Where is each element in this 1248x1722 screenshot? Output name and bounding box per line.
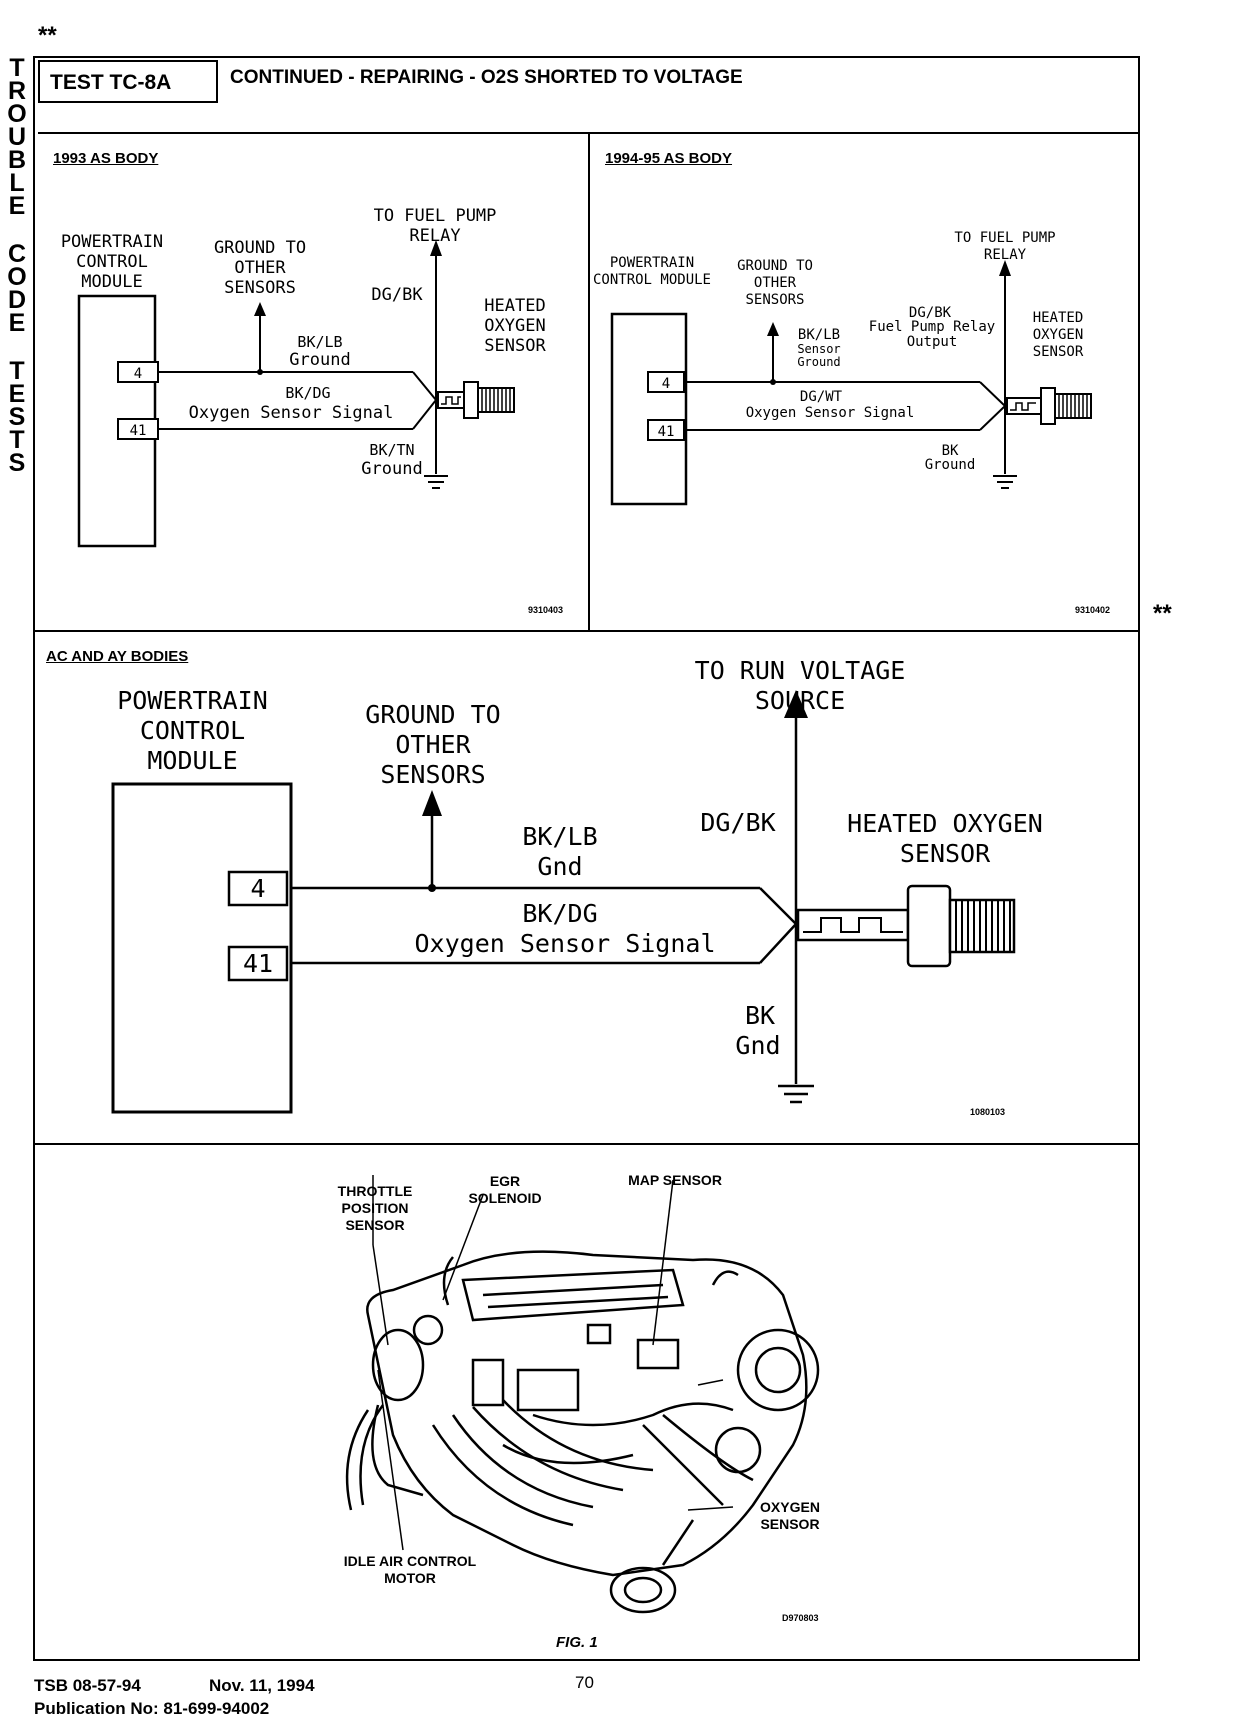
ground-label: Ground: [289, 350, 351, 370]
page-frame: [33, 56, 1140, 1661]
relay-output-label: Fuel Pump Relay Output: [868, 319, 996, 350]
bktn-label: BK/TN: [369, 441, 415, 459]
signal-label: Oxygen Sensor Signal: [745, 405, 915, 421]
pin-4-label: 4: [133, 366, 143, 382]
side-label-letter: C: [7, 240, 27, 268]
figure-id: 1080103: [970, 1107, 1006, 1117]
bkdg-label: BK/DG: [522, 899, 598, 928]
bklb-label: BK/LB: [297, 333, 343, 351]
oxygen-label: OXYGEN SENSOR: [760, 1499, 820, 1532]
panel-1993-heading: 1993 AS BODY: [53, 150, 159, 167]
pcm-label: POWERTRAIN CONTROL MODULE: [60, 232, 164, 292]
side-label-letter: R: [7, 77, 27, 105]
row-divider-2: [33, 1143, 1140, 1145]
page-number: 70: [575, 1673, 594, 1692]
dgbk-label: DG/BK: [700, 808, 776, 837]
header-divider: [38, 132, 1138, 134]
row-divider-1: [33, 630, 1140, 632]
panel-ac-diagram: [111, 690, 1016, 1114]
bk-label: BK: [744, 1001, 776, 1030]
side-label-letter: S: [8, 449, 26, 477]
pcm-label: POWERTRAIN CONTROL MODULE: [117, 686, 268, 775]
signal-label: Oxygen Sensor Signal: [414, 929, 716, 958]
pcm-box: [111, 782, 293, 1114]
side-label-letter: T: [9, 357, 25, 385]
panel-ac-heading: AC AND AY BODIES: [46, 648, 189, 665]
side-label-letter: E: [8, 380, 26, 408]
pin-41-label: 41: [129, 423, 147, 439]
side-label-letter: E: [8, 192, 26, 220]
side-label-letter: O: [7, 263, 27, 291]
ground-other-label: GROUND TO OTHER SENSORS: [737, 258, 813, 308]
pin-41-label: 41: [657, 424, 675, 440]
side-label-letter: U: [7, 123, 27, 151]
revision-stars-right: **: [1153, 600, 1172, 627]
fuel-relay-label: TO FUEL PUMP RELAY: [373, 206, 497, 246]
bkdg-label: BK/DG: [285, 384, 331, 402]
side-label-letter: B: [7, 146, 27, 174]
figure-id: D970803: [782, 1613, 819, 1623]
panel-1994-diagram: [610, 260, 1092, 506]
run-voltage-label: TO RUN VOLTAGE SOURCE: [694, 656, 906, 715]
sensor-label: HEATED OXYGEN SENSOR: [1032, 310, 1084, 360]
dgbk-label: DG/BK: [371, 285, 423, 305]
test-id: TEST TC-8A: [50, 71, 172, 94]
side-label-letter: L: [9, 169, 25, 197]
bklb-label: BK/LB: [522, 822, 598, 851]
sensor-label: HEATED OXYGEN SENSOR: [484, 296, 546, 356]
dgwt-label: DG/WT: [799, 389, 843, 405]
bk-label: BK: [941, 443, 959, 459]
ground-other-label: GROUND TO OTHER SENSORS: [365, 700, 501, 789]
egr-label: EGR SOLENOID: [468, 1173, 542, 1206]
side-label-letter: T: [9, 426, 25, 454]
ground2-label: Ground: [361, 459, 423, 479]
engine-illustration: [345, 1175, 820, 1614]
pcm-label: POWERTRAIN CONTROL MODULE: [592, 255, 711, 288]
sensor-label: HEATED OXYGEN SENSOR: [847, 809, 1043, 868]
pin-4-label: 4: [661, 376, 671, 392]
gnd2-label: Gnd: [735, 1031, 781, 1060]
side-label-letter: E: [8, 309, 26, 337]
page-title: CONTINUED - REPAIRING - O2S SHORTED TO V…: [230, 67, 743, 88]
bklb-label: BK/LB: [797, 327, 841, 343]
figure-id: 9310403: [528, 605, 564, 615]
iac-label: IDLE AIR CONTROL MOTOR: [343, 1553, 477, 1586]
pin-4-box: [227, 870, 289, 907]
sensor-ground-label: Sensor Ground: [797, 342, 841, 369]
dgbk-label: DG/BK: [908, 305, 952, 321]
side-label-letter: S: [8, 403, 26, 431]
pin-41-label: 41: [242, 949, 274, 978]
tps-label: THROTTLE POSITION SENSOR: [337, 1183, 413, 1233]
panel-1994-heading: 1994-95 AS BODY: [605, 150, 733, 167]
revision-stars-top: **: [38, 22, 57, 49]
figure-caption: FIG. 1: [556, 1634, 598, 1651]
side-label-letter: O: [7, 100, 27, 128]
tsb-date: Nov. 11, 1994: [209, 1676, 315, 1695]
map-label: MAP SENSOR: [628, 1172, 722, 1188]
side-label-letter: T: [9, 54, 25, 82]
panel-1993-diagram: [77, 240, 515, 548]
pcm-box: [610, 312, 688, 506]
fuel-relay-label: TO FUEL PUMP RELAY: [954, 230, 1056, 263]
ground-label: Ground: [924, 457, 976, 473]
ground-other-label: GROUND TO OTHER SENSORS: [213, 238, 307, 298]
gnd-label: Gnd: [537, 852, 583, 881]
side-label-letter: D: [7, 286, 27, 314]
test-id-box: TEST TC-8A: [38, 60, 218, 103]
pin-41-box: [227, 945, 289, 982]
tsb-number: TSB 08-57-94: [34, 1676, 141, 1695]
signal-label: Oxygen Sensor Signal: [188, 403, 394, 423]
figure-id: 9310402: [1075, 605, 1111, 615]
publication-number: Publication No: 81-699-94002: [34, 1699, 270, 1718]
pin-4-label: 4: [250, 874, 266, 903]
vertical-divider: [588, 134, 590, 630]
